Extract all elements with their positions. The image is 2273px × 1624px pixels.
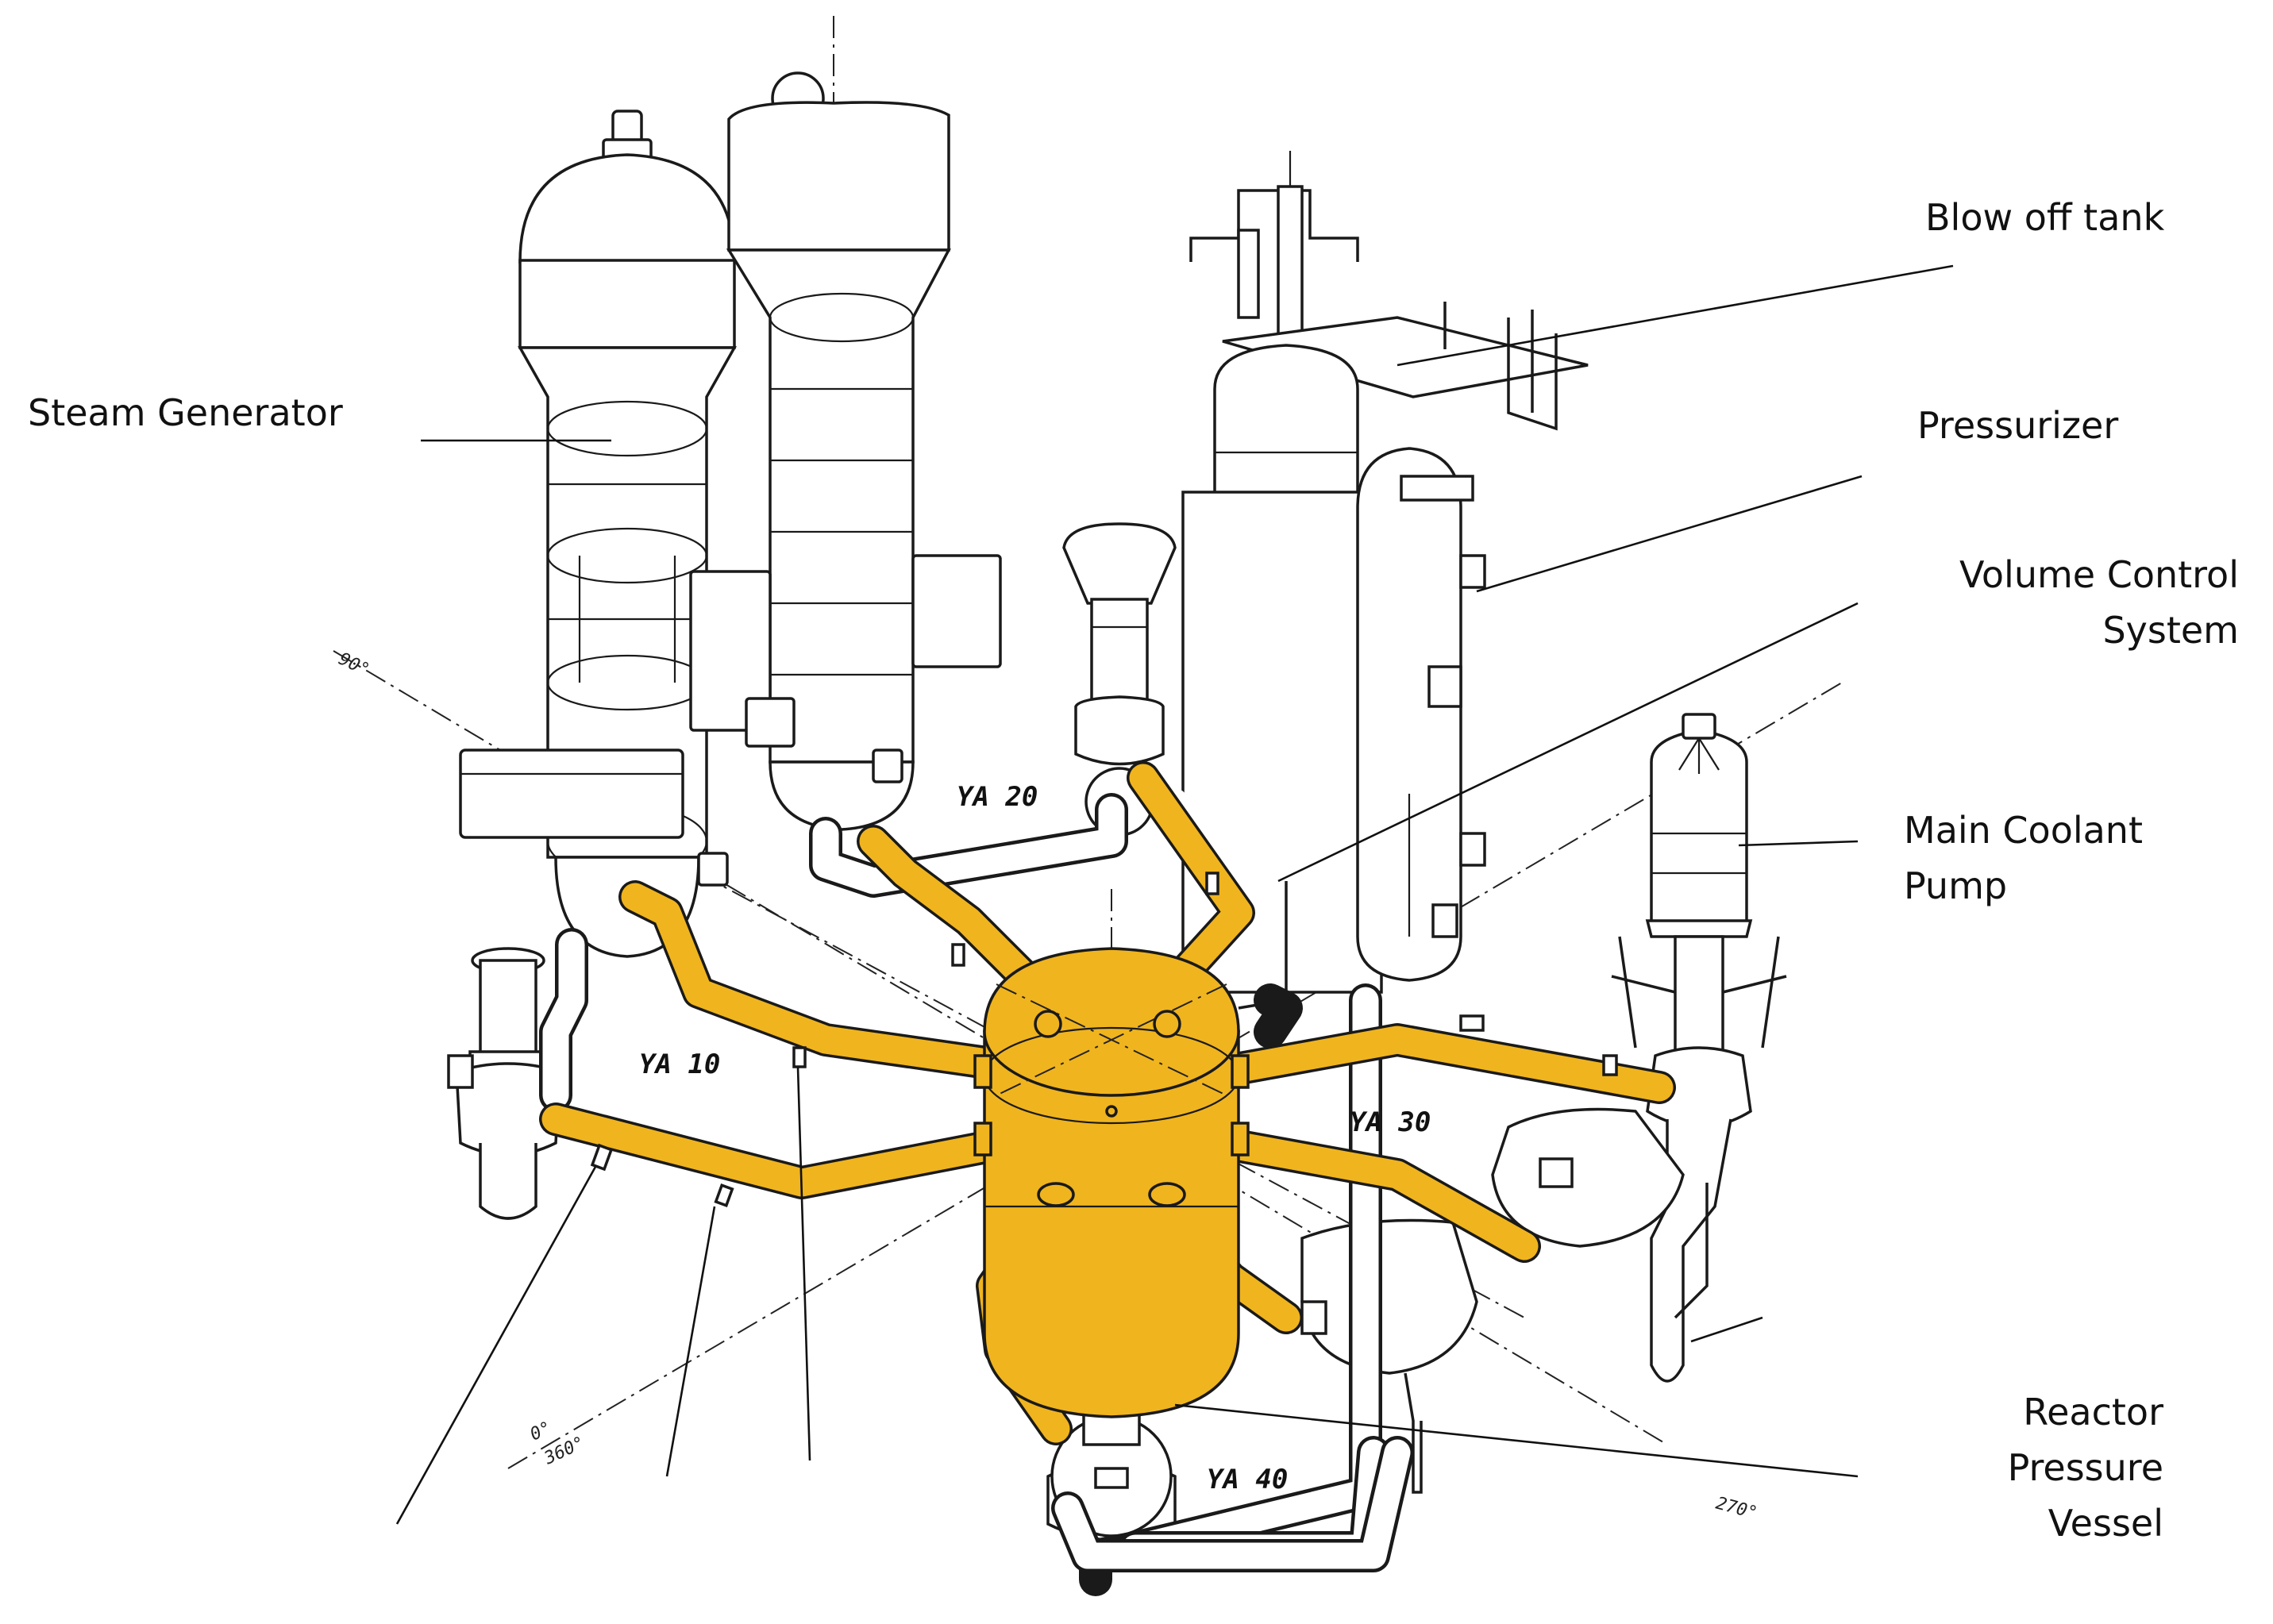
label-rpv-3: Vessel xyxy=(2048,1502,2163,1545)
angle-mark-0: 0° xyxy=(527,1418,555,1445)
leader-right-low xyxy=(1690,1316,1763,1343)
loop-tag-ya30: YA 30 xyxy=(1350,1106,1431,1138)
loop-tag-ya10: YA 10 xyxy=(639,1049,720,1080)
angle-mark-270: 270° xyxy=(1713,1494,1759,1524)
label-main-coolant-1: Main Coolant xyxy=(1904,809,2143,852)
fittings xyxy=(590,872,1618,1207)
leader-front-2 xyxy=(665,1206,716,1477)
label-volume-control-2: System xyxy=(2102,609,2239,652)
leader-front-3 xyxy=(796,1067,811,1461)
reactor-pressure-vessel xyxy=(973,947,1250,1418)
loop-tag-ya20: YA 20 xyxy=(957,781,1038,813)
steam-generator-ya20 xyxy=(689,71,1002,831)
label-volume-control-1: Volume Control xyxy=(1959,553,2239,596)
leader-lines xyxy=(395,264,1954,1525)
label-blow-off-tank: Blow off tank xyxy=(1925,196,2165,239)
label-main-coolant-2: Pump xyxy=(1904,864,2007,907)
angle-mark-90: 90° xyxy=(335,649,372,680)
pressurizer-assembly xyxy=(1181,151,1589,1010)
callout-labels: Steam Generator Blow off tank Pressurize… xyxy=(28,196,2239,1545)
leader-volume-control xyxy=(1277,602,1859,883)
coolant-pump-ya40 xyxy=(1046,1107,1685,1541)
label-rpv-1: Reactor xyxy=(2023,1391,2163,1434)
leader-reactor-pressure-vessel xyxy=(1174,1403,1859,1478)
leader-main-coolant-pump xyxy=(1738,840,1859,847)
label-steam-generator: Steam Generator xyxy=(28,391,343,434)
loop-tag-ya40: YA 40 xyxy=(1207,1464,1288,1495)
leader-blow-off-tank xyxy=(1397,264,1954,367)
coolant-pump-ya30 xyxy=(1611,713,1787,1383)
coolant-pump-ya10 xyxy=(447,947,561,1220)
label-rpv-2: Pressure xyxy=(2008,1446,2163,1489)
label-pressurizer: Pressurizer xyxy=(1917,404,2118,447)
leader-front-1 xyxy=(395,1166,597,1525)
leader-pressurizer xyxy=(1476,475,1863,593)
loop-tags: YA 10 YA 20 YA 30 YA 40 90° 0° 360° 270° xyxy=(335,649,1759,1524)
steam-generator-ya10 xyxy=(459,110,737,958)
